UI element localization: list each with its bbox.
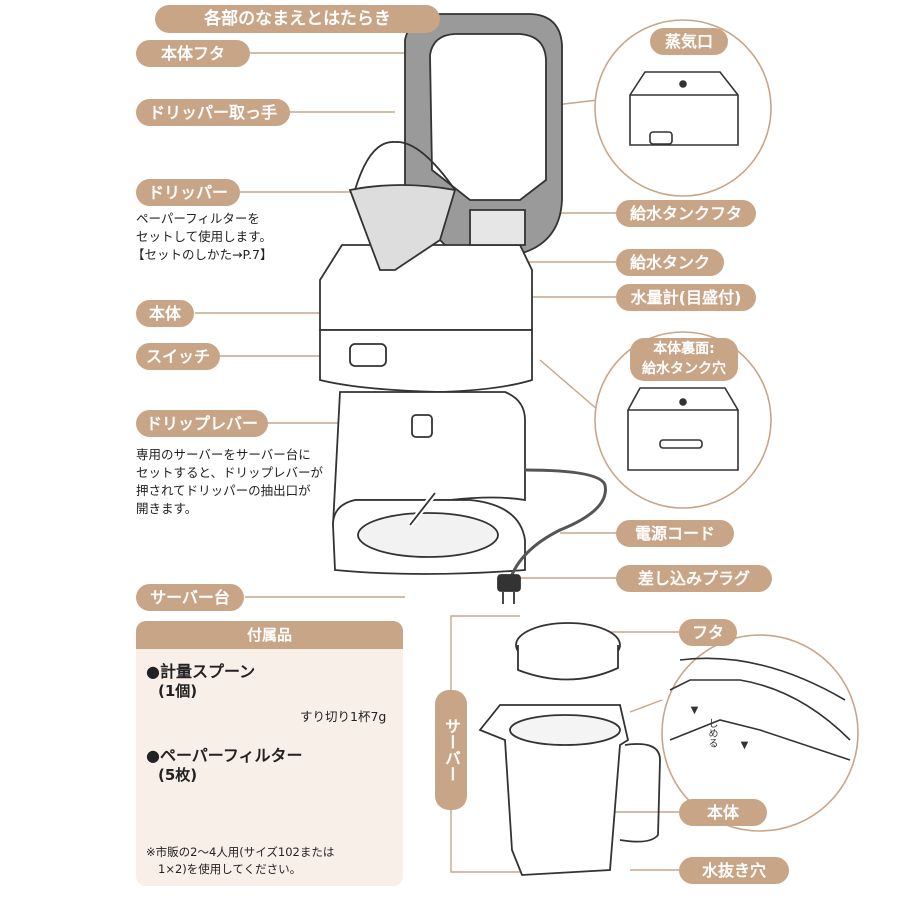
coffee-maker [319,13,607,604]
label-lid: 本体フタ [136,40,250,67]
footnote-1: ※市販の2～4人用(サイズ102または [146,845,335,859]
filter-qty: (5枚) [158,766,198,784]
label-back-line2: 給水タンク穴 [642,361,726,377]
lid-mark-right: ▼ [739,740,750,751]
note-dripper-3: 【セットのしかた→P.7】 [132,247,273,262]
back-detail [627,387,739,471]
footnote-2: 1×2)を使用してください。 [158,862,302,876]
lid-detail-circle [661,634,859,832]
label-dripper: ドリッパー [136,179,240,206]
note-lever-3: 押されてドリッパーの抽出口が [136,483,311,498]
label-dripper-handle: ドリッパー取っ手 [136,99,290,126]
lid-zoom-detail [669,657,851,761]
note-lever-2: セットすると、ドリップレバーが [136,465,324,480]
label-water-tank: 給水タンク [616,249,724,276]
label-server-stand: サーバー台 [136,584,244,611]
label-server-lid: フタ [679,619,737,646]
label-water-tank-lid: 給水タンクフタ [616,200,756,227]
label-server-body: 本体 [679,799,767,826]
lid-mark-middle: しめる [706,718,717,748]
spoon-qty: (1個) [158,682,198,700]
filter-name: ●ペーパーフィルター [146,746,303,765]
page-title: 各部のなまえとはたらき [155,5,440,33]
label-drip-lever: ドリップレバー [136,410,268,437]
label-back-line1: 本体裏面: [653,341,715,357]
label-body: 本体 [136,300,194,327]
label-server: サーバー [435,690,467,810]
label-water-gauge: 水量計(目盛付) [616,284,756,311]
note-dripper-1: ペーパーフィルターを [136,211,260,226]
note-lever-1: 専用のサーバーをサーバー台に [136,447,311,462]
label-back: 本体裏面: 給水タンク穴 [630,338,738,381]
accessories-panel [136,621,403,886]
label-steam-vent: 蒸気口 [650,28,728,55]
label-switch: スイッチ [136,343,220,370]
lid-mark-left: ▼ [689,705,700,716]
accessories-heading: 付属品 [136,621,403,649]
server [478,622,661,876]
spoon-note: すり切り1杯7g [300,709,387,724]
spoon-name: ●計量スプーン [146,662,256,681]
note-dripper-2: セットして使用します。 [136,229,272,244]
label-plug: 差し込みプラグ [616,565,772,592]
label-power-cord: 電源コード [616,520,734,547]
label-drain-hole: 水抜き穴 [679,857,789,884]
note-lever-4: 開きます。 [136,501,198,516]
steam-vent-detail [629,71,739,146]
